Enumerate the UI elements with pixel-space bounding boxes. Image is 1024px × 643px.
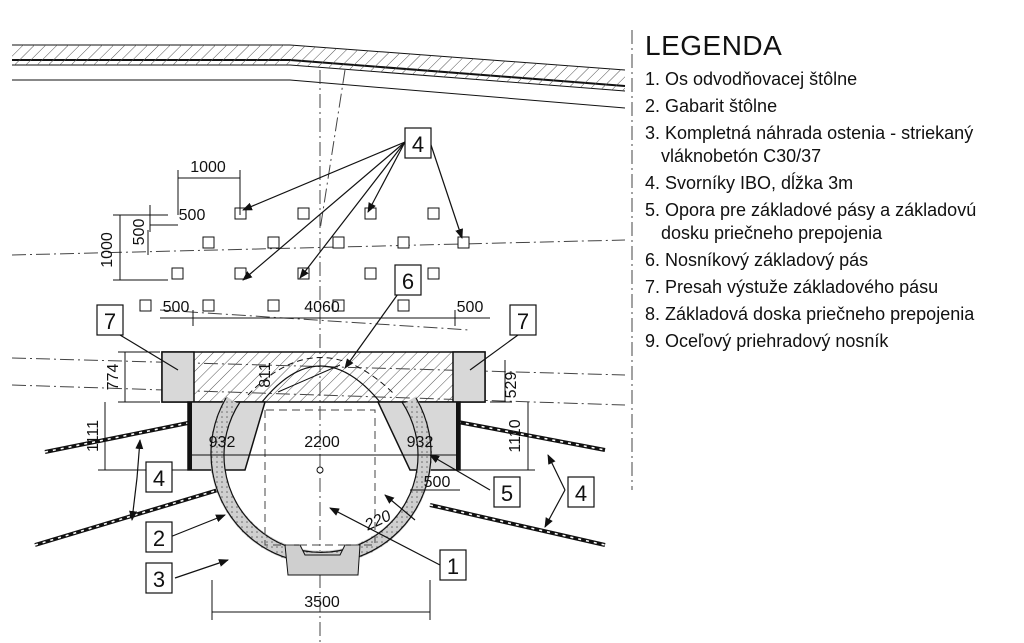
dim-beam-height-center: 811: [257, 362, 274, 388]
bolt-marker: [427, 267, 440, 280]
callout-overlap-left: 7: [104, 309, 116, 334]
dim-support-height-right: 1110: [507, 419, 524, 452]
dim-bolt-spacing-h-half: 500: [179, 207, 206, 224]
dim-support-width: 500: [424, 474, 451, 491]
bolt-marker: [139, 299, 152, 312]
ground-surface: [12, 44, 626, 109]
legend-item-continuation: dosku priečneho prepojenia: [661, 223, 883, 243]
bolt-marker: [297, 207, 310, 220]
dimension-labels: 1000 500 1000 500 500 4060 500 774 811 5…: [85, 159, 524, 611]
rock-bolts: [34, 420, 606, 547]
callout-support: 5: [501, 481, 513, 506]
legend-item-text: 4. Svorníky IBO, dĺžka 3m: [645, 173, 854, 193]
dim-support-height-left: 1111: [85, 420, 102, 452]
tunnel-gauge: [264, 409, 376, 546]
bolt-marker: [364, 207, 377, 220]
legend-item: 1. Os odvodňovacej štôlne: [645, 68, 1020, 91]
bolt-marker: [397, 236, 410, 249]
legend-item: 4. Svorníky IBO, dĺžka 3m: [645, 172, 1020, 195]
leader-lines: [119, 141, 566, 579]
dim-beam-height-right: 529: [503, 372, 520, 399]
callout-labels: 4 6 7 7 4 5 4 2 3 1: [104, 132, 587, 592]
dim-bolt-spacing-v-half: 500: [131, 219, 148, 246]
callout-beam: 6: [402, 269, 414, 294]
callout-bolts: 4: [412, 132, 424, 157]
callout-axis: 1: [447, 554, 459, 579]
callouts: [96, 127, 595, 594]
dim-tunnel-width: 3500: [304, 594, 340, 611]
legend-item: 8. Základová doska priečneho prepojenia: [645, 303, 1020, 326]
bolt-marker: [332, 236, 345, 249]
legend-item-text: 6. Nosníkový základový pás: [645, 250, 869, 270]
dim-opening-right: 932: [407, 434, 434, 451]
callout-bolts-left: 4: [153, 466, 165, 491]
legend-item-continuation: vláknobetón C30/37: [661, 146, 822, 166]
tunnel-lining: [210, 357, 432, 576]
dim-bolt-spacing-v: 1000: [99, 232, 116, 268]
legend-item: 5. Opora pre základové pásy a základovú d…: [645, 199, 1020, 245]
legend-item-text: 9. Oceľový priehradový nosník: [645, 331, 889, 351]
bolt-marker: [457, 236, 470, 249]
dim-edge-left: 500: [163, 299, 190, 316]
bolt-marker: [332, 299, 345, 312]
legend-item-text: 3. Kompletná náhrada ostenia - striekaný: [645, 123, 974, 143]
dim-opening-left: 932: [209, 434, 236, 451]
bolt-marker: [202, 236, 215, 249]
bolt-marker: [427, 207, 440, 220]
dimension-lines: [98, 170, 535, 620]
bolt-marker: [234, 267, 247, 280]
callout-lining: 3: [153, 567, 165, 592]
legend-item: 2. Gabarit štôlne: [645, 95, 1020, 118]
legend-items: 1. Os odvodňovacej štôlne 2. Gabarit štôl…: [645, 68, 1020, 353]
bolt-marker: [397, 299, 410, 312]
dim-beam-span: 4060: [304, 299, 340, 316]
legend-item-text: 2. Gabarit štôlne: [645, 96, 778, 116]
legend-item: 9. Oceľový priehradový nosník: [645, 330, 1020, 353]
legend-title: LEGENDA: [645, 30, 783, 61]
legend-item: 3. Kompletná náhrada ostenia - striekaný…: [645, 122, 1020, 168]
legend-item-text: 7. Presah výstuže základového pásu: [645, 277, 939, 297]
bolt-marker: [267, 299, 280, 312]
foundation-beam: [161, 351, 486, 403]
callout-gauge: 2: [153, 526, 165, 551]
bolt-marker: [364, 267, 377, 280]
bolt-marker: [202, 299, 215, 312]
callout-bolts-right: 4: [575, 481, 587, 506]
bolt-marker: [267, 236, 280, 249]
legend-item-text: 1. Os odvodňovacej štôlne: [645, 69, 858, 89]
legend-item-text: 8. Základová doska priečneho prepojenia: [645, 304, 975, 324]
bolt-marker: [171, 267, 184, 280]
legend-item: 6. Nosníkový základový pás: [645, 249, 1020, 272]
callout-overlap-right: 7: [517, 309, 529, 334]
legend-item: 7. Presah výstuže základového pásu: [645, 276, 1020, 299]
legend-item-text: 5. Opora pre základové pásy a základovú: [645, 200, 977, 220]
dim-bolt-spacing-h: 1000: [190, 159, 226, 176]
dim-opening-center: 2200: [304, 434, 340, 451]
legend: LEGENDA 1. Os odvodňovacej štôlne 2. Gaba…: [645, 30, 1020, 357]
dim-beam-height-left: 774: [105, 364, 122, 391]
dim-edge-right: 500: [457, 299, 484, 316]
